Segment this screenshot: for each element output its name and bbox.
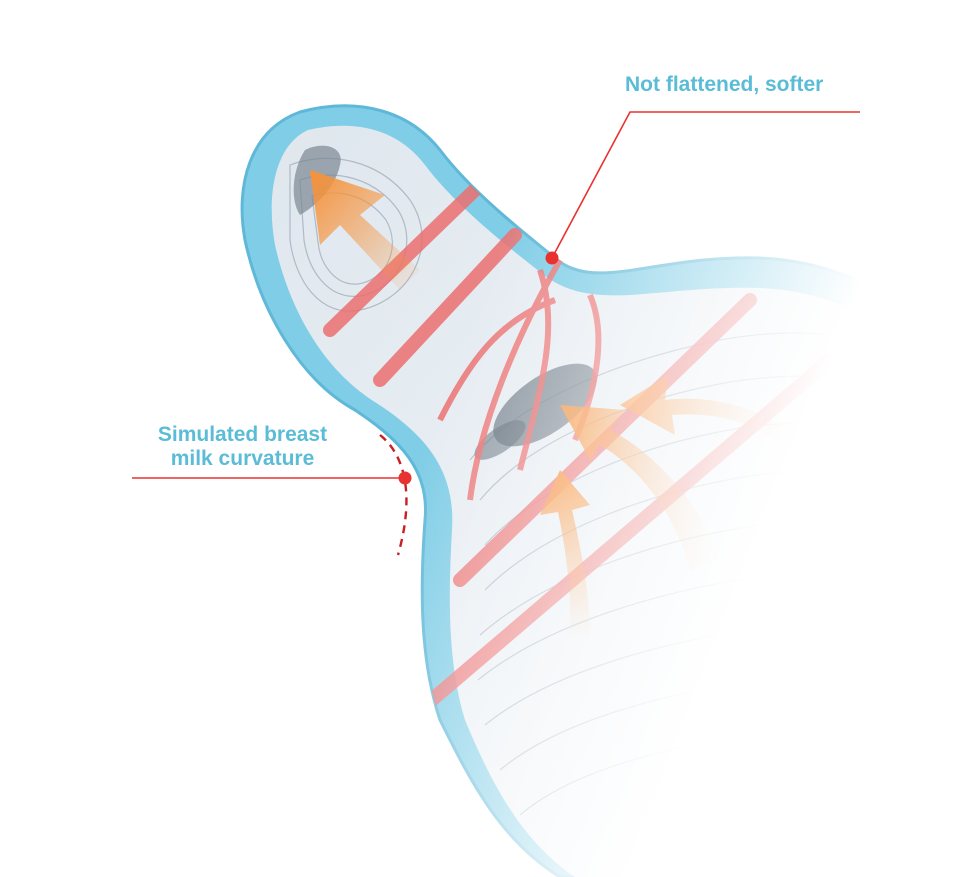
annotation-breast-curvature: Simulated breast milk curvature — [130, 423, 355, 471]
annotation-not-flattened: Not flattened, softer — [625, 73, 824, 96]
annotation-line-1: Simulated breast — [157, 423, 328, 446]
pointer-left — [132, 434, 412, 556]
annotation-line-2: milk curvature — [170, 447, 315, 470]
pointer-top — [545, 111, 860, 265]
